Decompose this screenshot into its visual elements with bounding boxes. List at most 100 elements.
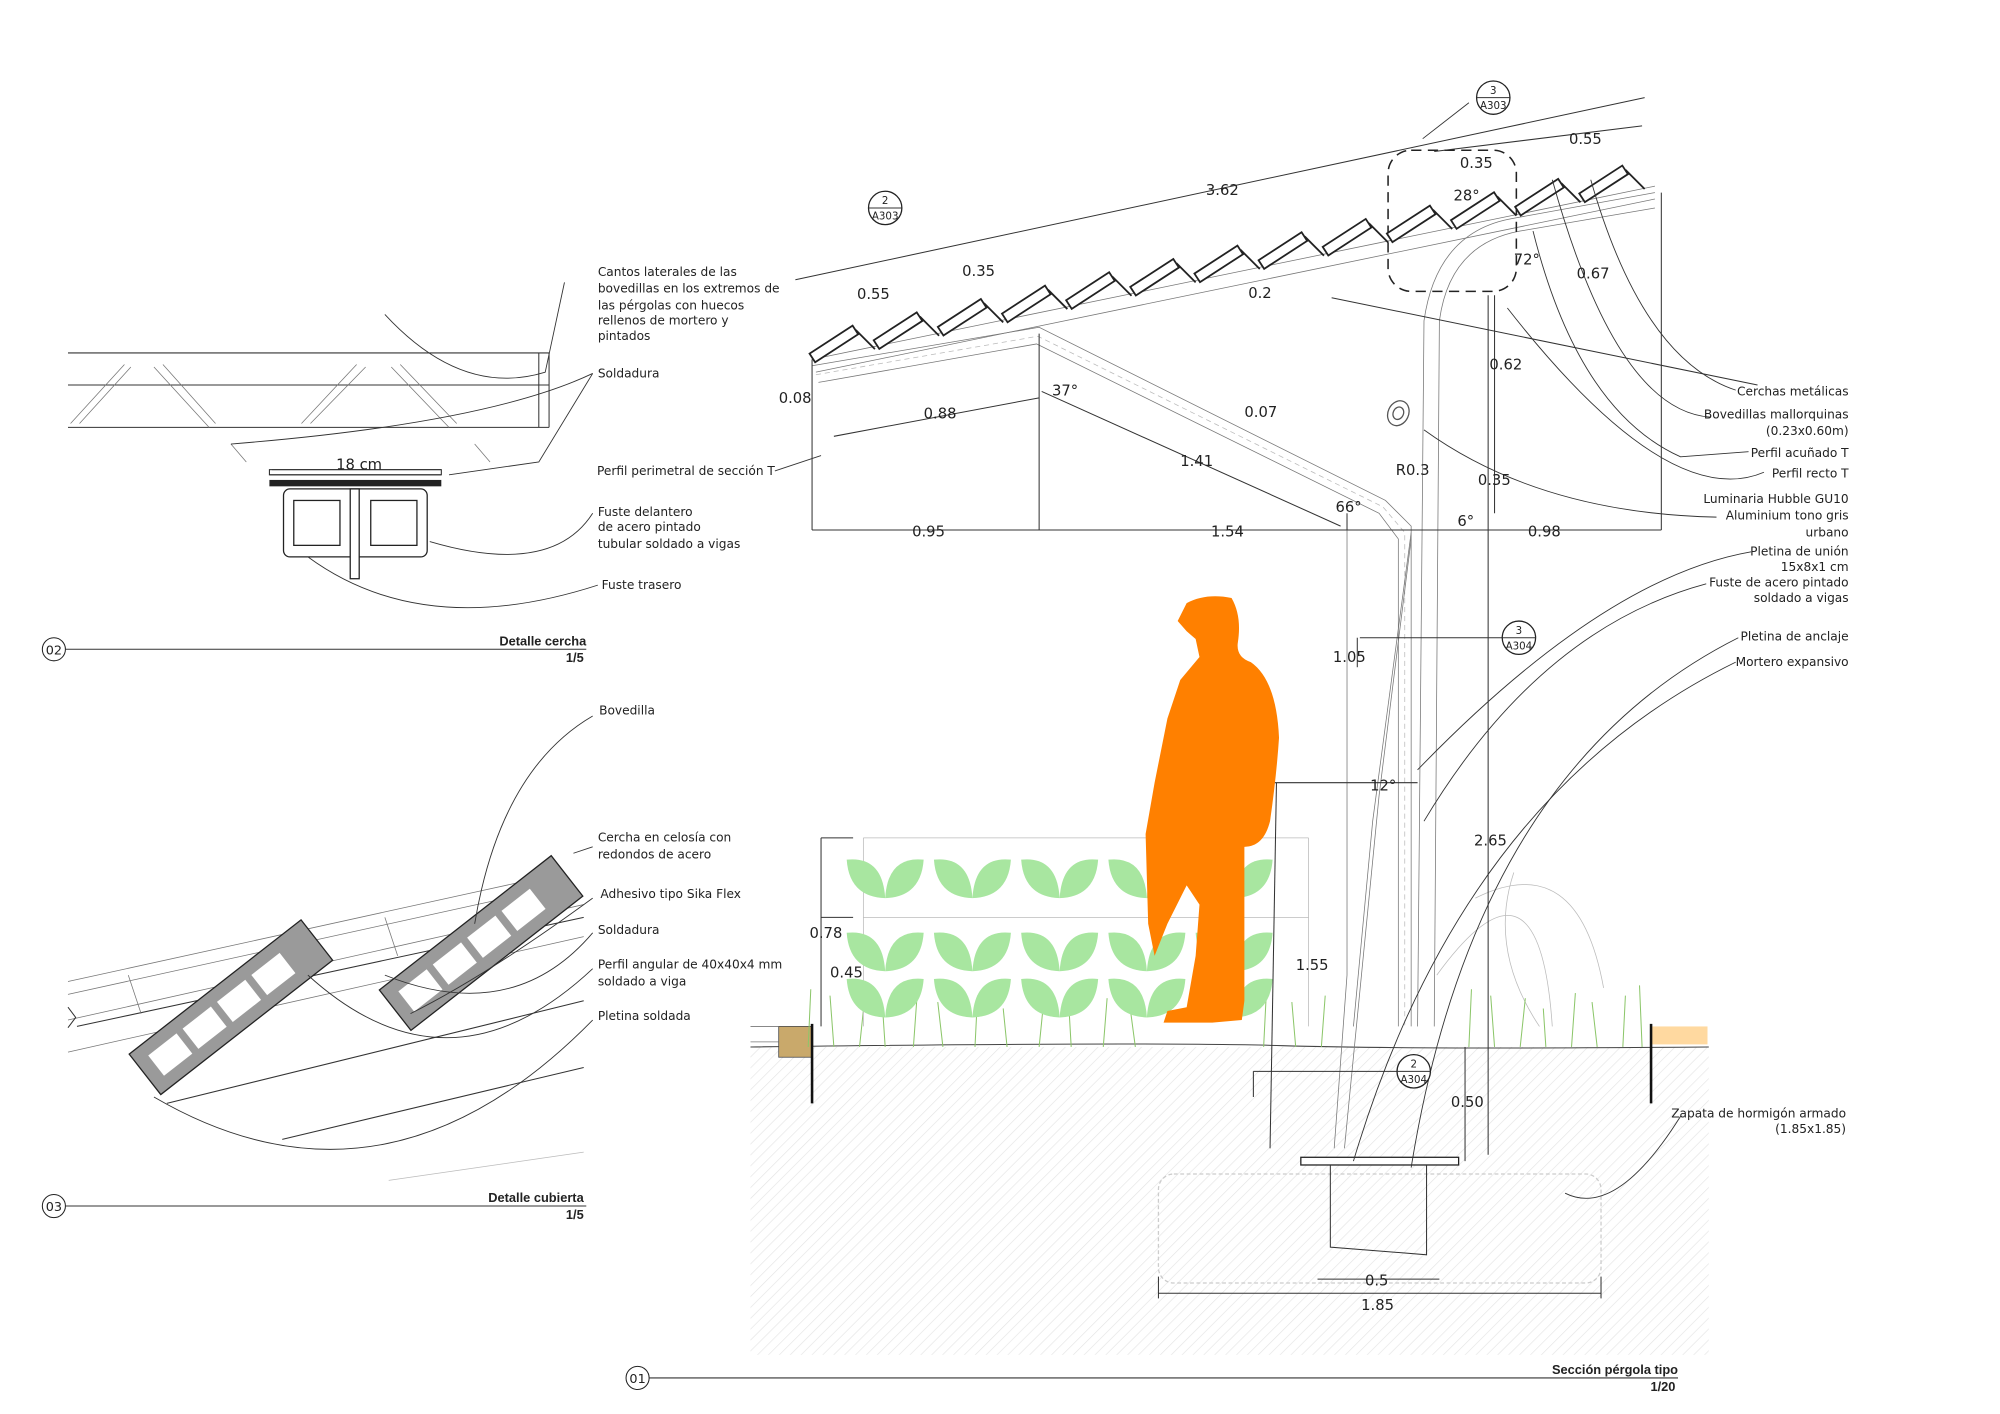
label-zapata-2: (1.85x1.85) <box>1775 1122 1846 1136</box>
dim-0-35-top: 0.35 <box>1460 155 1493 172</box>
callout-sheet: A304 <box>1506 640 1533 652</box>
leaf <box>846 978 886 1018</box>
label-perfil-angular-1: Perfil angular de 40x40x4 mm <box>598 958 782 972</box>
angle-12: 12° <box>1370 777 1396 794</box>
callout-3-a304[interactable]: 3 A304 <box>1501 620 1537 656</box>
leaf <box>972 978 1011 1018</box>
dimension-texts: 3.62 0.55 0.35 28° 72° 0.67 0.62 0.35 0.… <box>779 131 1610 1314</box>
label-mortero: Mortero expansivo <box>1736 655 1849 669</box>
dim-3-62: 3.62 <box>1206 182 1239 199</box>
detail-number: 03 <box>46 1200 62 1215</box>
dim-0-07: 0.07 <box>1244 404 1277 421</box>
dim-0-95: 0.95 <box>912 523 945 540</box>
label-luminaria-1: Luminaria Hubble GU10 <box>1703 492 1848 506</box>
callout-sheet: A303 <box>1480 100 1507 112</box>
label-zapata-1: Zapata de hormigón armado <box>1671 1107 1846 1121</box>
bovedilla-tile <box>872 311 924 351</box>
bovedilla-tile <box>936 297 988 337</box>
callout-2-a303[interactable]: 2 A303 <box>867 190 903 226</box>
callout-sheet: A304 <box>1400 1074 1427 1086</box>
label-cantos-5: pintados <box>598 329 651 343</box>
dim-0-08: 0.08 <box>779 390 812 407</box>
section-title: Sección pérgola tipo <box>1552 1362 1678 1377</box>
detail-02-labels: Cantos laterales de las bovedillas en lo… <box>597 265 780 592</box>
section-number: 01 <box>629 1372 645 1387</box>
label-pletina-union-1: Pletina de unión <box>1750 545 1848 559</box>
dim-0-62: 0.62 <box>1489 357 1522 374</box>
leaf <box>885 932 924 972</box>
leaf <box>1146 978 1186 1018</box>
tile-joint <box>1239 249 1261 270</box>
tile-joint <box>1624 169 1646 190</box>
leaf <box>1059 859 1099 899</box>
callout-number: 3 <box>1516 625 1523 637</box>
detail-02-truss: 18 cm <box>67 282 822 609</box>
dim-1-54: 1.54 <box>1211 523 1244 540</box>
label-pletina-soldada: Pletina soldada <box>598 1009 691 1023</box>
dim-0-50: 0.50 <box>1451 1094 1484 1111</box>
callout-number: 2 <box>1410 1058 1417 1070</box>
dim-0-35-right: 0.35 <box>1478 472 1511 489</box>
bovedilla-tile <box>1321 217 1373 257</box>
callout-number: 3 <box>1490 85 1497 97</box>
section-01-labels: Cerchas metálicas Bovedillas mallorquina… <box>1671 384 1849 1136</box>
dimension-18cm: 18 cm <box>336 457 382 474</box>
radius-0-3: R0.3 <box>1396 462 1430 479</box>
pergola-structure <box>808 149 1655 1149</box>
dim-0-5: 0.5 <box>1365 1273 1388 1290</box>
leaders-right <box>1353 102 1765 1199</box>
dim-1-55: 1.55 <box>1296 957 1329 974</box>
label-adhesivo: Adhesivo tipo Sika Flex <box>600 887 741 901</box>
leaf <box>846 859 886 899</box>
leaf <box>972 932 1011 972</box>
tile-joint <box>1496 195 1517 217</box>
anchor-plate <box>1300 1156 1460 1166</box>
dim-0-45: 0.45 <box>830 965 863 982</box>
bovedilla-tile <box>1449 191 1501 231</box>
label-cantos-2: bovedillas en los extremos de <box>598 282 780 296</box>
planter-panels <box>846 837 1309 1027</box>
grass <box>807 985 1643 1048</box>
leaf <box>885 859 924 899</box>
bovedilla-tile <box>1000 284 1052 324</box>
bovedilla-tile <box>1578 164 1630 204</box>
leaf <box>1059 932 1099 972</box>
label-perfil-recto: Perfil recto T <box>1772 466 1849 480</box>
callout-3-a303[interactable]: 3 A303 <box>1475 80 1511 115</box>
label-bovedillas-1: Bovedillas mallorquinas <box>1704 407 1849 421</box>
label-bovedilla: Bovedilla <box>599 704 655 718</box>
concrete-footing <box>1157 1173 1602 1284</box>
dim-0-98: 0.98 <box>1528 523 1561 540</box>
callout-2-a304[interactable]: 2 A304 <box>1396 1054 1432 1089</box>
label-cerchas: Cerchas metálicas <box>1737 384 1849 398</box>
bovedilla-tile <box>1064 271 1116 311</box>
detail-scale: 1/5 <box>566 1207 584 1222</box>
human-silhouette <box>1145 596 1280 1023</box>
section-01-ground <box>750 872 1709 1355</box>
dim-0-55-top: 0.55 <box>1569 131 1602 148</box>
label-fuste-delantero-2: de acero pintado <box>598 520 701 534</box>
dimension-lines <box>795 97 1758 1299</box>
dim-0-55-left: 0.55 <box>857 286 890 303</box>
bovedilla-tile <box>1257 231 1309 271</box>
tile-joint <box>919 315 940 337</box>
tile-joint <box>1432 209 1453 230</box>
leaf <box>1021 932 1060 972</box>
curb-wood <box>778 1026 813 1058</box>
bovedilla-tile <box>1385 204 1437 244</box>
label-fuste-delantero-1: Fuste delantero <box>598 505 693 519</box>
label-perfil-perimetral: Perfil perimetral de sección T <box>597 464 775 478</box>
detail-02-title: 02 Detalle cercha 1/5 <box>41 633 587 665</box>
leaf <box>1059 978 1099 1018</box>
detail-title: Detalle cercha <box>499 633 587 648</box>
leaf <box>933 978 973 1018</box>
luminaire-icon <box>1386 400 1410 427</box>
label-luminaria-2: Aluminium tono gris <box>1726 509 1849 523</box>
angle-72: 72° <box>1514 251 1540 268</box>
dim-0-2: 0.2 <box>1248 285 1271 302</box>
label-perfil-angular-2: soldado a viga <box>598 974 687 988</box>
angle-6: 6° <box>1457 513 1474 530</box>
label-fuste-delantero-3: tubular soldado a vigas <box>598 537 740 551</box>
curb-sand <box>1651 1026 1708 1045</box>
